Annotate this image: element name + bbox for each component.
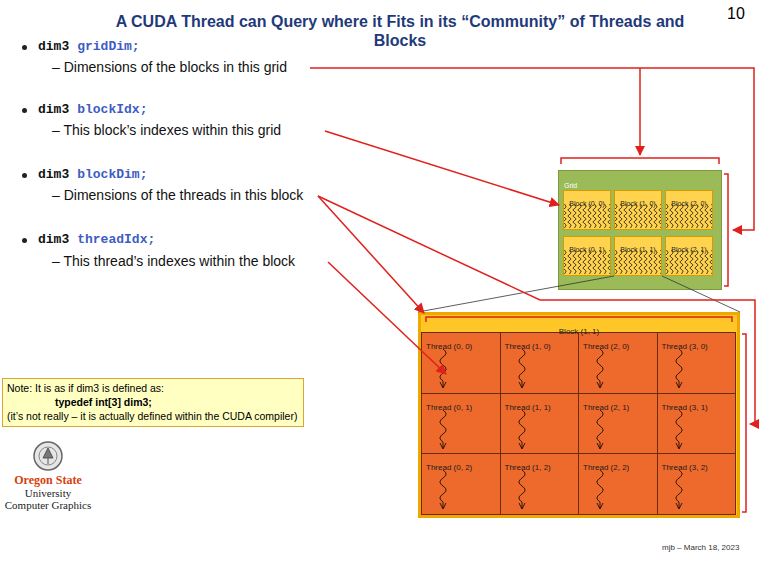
university-emblem bbox=[0, 438, 100, 478]
node-text: Thread (3, 1) bbox=[662, 403, 708, 413]
emblem-inner-ring bbox=[39, 447, 57, 465]
logo-text: Computer Graphics bbox=[1, 499, 95, 511]
logo-text: University bbox=[1, 487, 95, 499]
footer-date: mjb – March 18, 2023 bbox=[662, 543, 739, 553]
slide-title: A CUDA Thread can Query where it Fits in… bbox=[100, 12, 700, 50]
thread-cell: Thread (0, 0) bbox=[421, 332, 501, 394]
block-box: Block (1, 1) bbox=[614, 236, 662, 276]
page-number: 10 bbox=[727, 5, 745, 23]
node-text: Thread (1, 2) bbox=[505, 463, 551, 473]
thread-cell: Thread (2, 0) bbox=[578, 332, 658, 394]
pointer-arrow bbox=[328, 262, 446, 374]
pointer-arrow bbox=[639, 68, 641, 155]
description-text: – This block’s indexes within this grid bbox=[52, 122, 284, 139]
thread-cell: Thread (0, 1) bbox=[421, 393, 501, 455]
node-text: Thread (1, 0) bbox=[505, 342, 551, 352]
node-text: typedef int[3] dim3; bbox=[7, 395, 297, 409]
block-box: Block (2, 0) bbox=[665, 190, 713, 230]
thread-cell: Thread (3, 2) bbox=[657, 453, 737, 515]
node-text: Thread (0, 0) bbox=[426, 342, 472, 352]
block-detail-box: Block (1, 1) Thread (0, 0) Thread (1, 0) Th… bbox=[418, 312, 740, 518]
node-text: (it’s not really – it is actually define… bbox=[7, 409, 297, 423]
thread-cell: Thread (3, 0) bbox=[657, 332, 737, 394]
node-text: Block (2, 1) bbox=[671, 246, 706, 254]
node-text: Thread (3, 0) bbox=[662, 342, 708, 352]
type-keyword: dim3 bbox=[38, 39, 69, 55]
variable-name: threadIdx; bbox=[77, 232, 155, 248]
thread-cell: Thread (0, 2) bbox=[421, 453, 501, 515]
emblem-tree bbox=[43, 448, 53, 464]
thread-cell: Thread (2, 1) bbox=[578, 393, 658, 455]
bullet-dot bbox=[22, 45, 27, 50]
note-box: Note: It is as if dim3 is defined as:typ… bbox=[2, 378, 304, 427]
node-text: Block (1, 0) bbox=[620, 200, 655, 208]
type-keyword: dim3 bbox=[38, 232, 69, 248]
dimension-bracket bbox=[561, 158, 719, 164]
variable-name: gridDim; bbox=[77, 39, 139, 55]
node-text: Thread (0, 2) bbox=[426, 463, 472, 473]
pointer-arrow bbox=[310, 68, 754, 230]
node-text: Block (0, 0) bbox=[569, 200, 604, 208]
node-text: Thread (2, 2) bbox=[583, 463, 629, 473]
node-text: Note: It is as if dim3 is defined as: bbox=[7, 381, 297, 395]
variable-name: blockIdx; bbox=[77, 102, 147, 118]
grid-box: GridBlock (0, 0) Block (1, 0) Block (2, 0)… bbox=[558, 170, 722, 290]
block-box: Block (2, 1) bbox=[665, 236, 713, 276]
variable-name: blockDim; bbox=[77, 167, 147, 183]
node-text: Thread (2, 1) bbox=[583, 403, 629, 413]
node-text: Block (1, 1) bbox=[559, 327, 599, 337]
node-text: Block (1, 1) bbox=[620, 246, 655, 254]
thread-cell: Thread (1, 0) bbox=[500, 332, 580, 394]
node-text: Block (2, 0) bbox=[671, 200, 706, 208]
dimension-bracket bbox=[724, 174, 728, 286]
type-keyword: dim3 bbox=[38, 102, 69, 118]
node-text: Thread (3, 2) bbox=[662, 463, 708, 473]
bullet-dot bbox=[22, 238, 27, 243]
node-text: Grid bbox=[564, 182, 577, 190]
node-text: Thread (0, 1) bbox=[426, 403, 472, 413]
bullet-dot bbox=[22, 173, 27, 178]
block-box: Block (0, 1) bbox=[563, 236, 611, 276]
block-box: Block (1, 0) bbox=[614, 190, 662, 230]
edge-group bbox=[418, 276, 740, 312]
node-text: Thread (1, 1) bbox=[505, 403, 551, 413]
zoom-line bbox=[418, 276, 740, 312]
description-text: – Dimensions of the threads in this bloc… bbox=[52, 187, 306, 204]
type-keyword: dim3 bbox=[38, 167, 69, 183]
thread-cell: Thread (1, 2) bbox=[500, 453, 580, 515]
thread-cell: Thread (2, 2) bbox=[578, 453, 658, 515]
bullet-dot bbox=[22, 108, 27, 113]
description-text: – Dimensions of the blocks in this grid bbox=[52, 59, 290, 76]
pointer-arrow bbox=[318, 196, 424, 313]
dimension-bracket bbox=[426, 317, 732, 322]
pointer-arrow bbox=[318, 196, 755, 424]
pointer-arrow bbox=[325, 131, 559, 205]
block-box: Block (0, 0) bbox=[563, 190, 611, 230]
thread-cell: Thread (1, 1) bbox=[500, 393, 580, 455]
node-text: Thread (2, 0) bbox=[583, 342, 629, 352]
node-text: Block (0, 1) bbox=[569, 246, 604, 254]
description-text: – This thread’s indexes within the block bbox=[52, 253, 298, 270]
thread-cell: Thread (3, 1) bbox=[657, 393, 737, 455]
emblem-ring bbox=[34, 442, 62, 470]
logo-text: Oregon State bbox=[1, 474, 95, 486]
dimension-bracket bbox=[742, 334, 746, 512]
